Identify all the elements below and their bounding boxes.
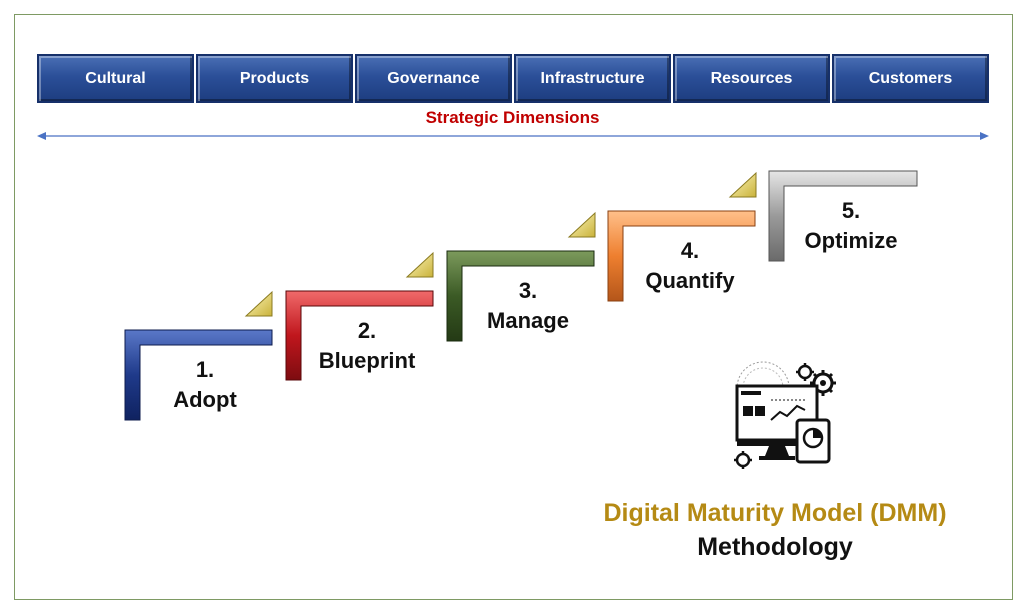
step-4-label: 4. Quantify [628, 236, 752, 296]
step-4-name: Quantify [645, 268, 735, 293]
dimension-resources[interactable]: Resources [673, 54, 830, 103]
gear-icon [734, 451, 752, 469]
monitor-analytics-icon [734, 361, 836, 469]
dimension-products[interactable]: Products [196, 54, 353, 103]
step-3-bracket [446, 211, 596, 342]
step-2-label: 2. Blueprint [302, 316, 432, 376]
strategic-dimensions-label: Strategic Dimensions [425, 108, 600, 127]
dimension-infrastructure[interactable]: Infrastructure [514, 54, 671, 103]
step-4-bracket [607, 171, 757, 302]
diagram-frame [14, 14, 1013, 600]
step-4-corner-triangle [728, 171, 757, 198]
dmm-subtitle: Methodology [697, 533, 853, 561]
dmm-title-block: Digital Maturity Model (DMM) Methodology [560, 496, 990, 564]
tablet-icon [795, 418, 831, 464]
dimension-governance[interactable]: Governance [355, 54, 512, 103]
step-2-bracket [285, 251, 434, 381]
step-2-name: Blueprint [318, 348, 416, 373]
step-5-name: Optimize [804, 228, 898, 253]
gear-icon [796, 363, 814, 381]
step-5-number: 5. [841, 198, 861, 223]
dmm-title: Digital Maturity Model (DMM) [603, 499, 947, 527]
step-4-number: 4. [680, 238, 700, 263]
step-1-number: 1. [195, 357, 215, 382]
step-1-label: 1. Adopt [150, 355, 260, 415]
step-2-number: 2. [357, 318, 377, 343]
step-1-bracket [124, 290, 273, 421]
step-3-corner-triangle [567, 211, 596, 238]
step-5-bracket [768, 170, 918, 262]
step-3-name: Manage [487, 308, 569, 333]
step-2-corner-triangle [405, 251, 434, 278]
step-3-number: 3. [518, 278, 538, 303]
step-1-corner-triangle [244, 290, 273, 317]
step-1-name: Adopt [173, 387, 237, 412]
step-5-label: 5. Optimize [790, 196, 912, 256]
strategic-dimensions-bar: Cultural Products Governance Infrastruct… [37, 54, 989, 103]
dimension-cultural[interactable]: Cultural [37, 54, 194, 103]
step-3-label: 3. Manage [468, 276, 588, 336]
dimension-customers[interactable]: Customers [832, 54, 989, 103]
